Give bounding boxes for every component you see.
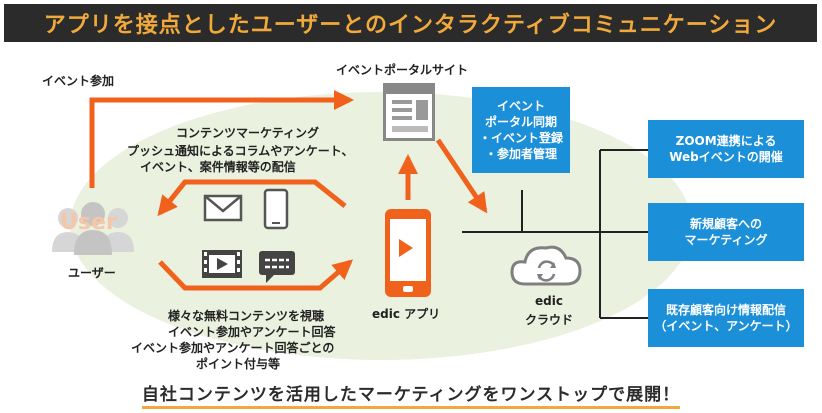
edic-app-icon bbox=[385, 209, 431, 297]
app-label: edic アプリ bbox=[372, 307, 441, 321]
cloud-label-1: edic bbox=[535, 294, 563, 308]
existing-customer-box: 既存顧客向け情報配信 （イベント、アンケート） bbox=[648, 289, 804, 347]
background-ellipse bbox=[70, 92, 692, 360]
browser-title-strip bbox=[386, 86, 432, 94]
free-line-2: イベント参加やアンケート回答 bbox=[168, 325, 336, 339]
free-line-4: ポイント付与等 bbox=[196, 357, 281, 371]
zoom-line-1: ZOOM連携による bbox=[675, 134, 777, 148]
browser-window-icon bbox=[383, 83, 435, 141]
browser-line bbox=[392, 108, 412, 112]
home-button bbox=[403, 286, 413, 292]
free-line-3: イベント参加やアンケート回答ごとの bbox=[131, 341, 335, 355]
bottom-tagline: 自社コンテンツを活用したマーケティングをワンストップで展開！ bbox=[141, 385, 681, 409]
arrow-portal-to-cloud bbox=[435, 138, 488, 214]
browser-footer bbox=[392, 126, 428, 132]
event-join-label: イベント参加 bbox=[42, 74, 115, 88]
play-icon bbox=[399, 239, 413, 257]
page-title: アプリを接点としたユーザーとのインタラクティブコミュニケーション bbox=[43, 13, 778, 38]
mail-icon bbox=[203, 194, 243, 222]
cloud-label-2: クラウド bbox=[524, 313, 573, 327]
browser-line bbox=[392, 116, 412, 120]
title-bar: アプリを接点としたユーザーとのインタラクティブコミュニケーション bbox=[4, 4, 817, 42]
new-customer-box: 新規顧客への マーケティング bbox=[648, 203, 804, 261]
browser-block bbox=[416, 100, 428, 120]
new-customer-line-1: 新規顧客への bbox=[689, 217, 762, 231]
chat-icon bbox=[259, 251, 295, 283]
arrow-content-to-user bbox=[157, 179, 347, 217]
portal-site-label: イベントポータルサイト bbox=[336, 63, 469, 77]
sync-line-4: ・参加者管理 bbox=[484, 147, 557, 161]
smartphone-icon bbox=[263, 188, 289, 230]
sync-line-3: ・イベント登録 bbox=[478, 131, 563, 145]
push-line-2: イベント、案件情報等の配信 bbox=[140, 160, 296, 174]
video-icon bbox=[202, 250, 242, 278]
browser-line bbox=[392, 100, 412, 104]
portal-sync-box: イベント ポータル同期 ・イベント登録 ・参加者管理 bbox=[472, 87, 570, 173]
zoom-line-2: Webイベントの開催 bbox=[669, 150, 783, 164]
sync-line-1: イベント bbox=[496, 99, 545, 113]
contents-marketing-label: コンテンツマーケティング bbox=[176, 126, 320, 140]
push-line-1: プッシュ通知によるコラムやアンケート、 bbox=[127, 144, 354, 158]
user-word-label: User bbox=[60, 210, 117, 235]
existing-line-2: （イベント、アンケート） bbox=[654, 319, 798, 333]
free-line-1: 様々な無料コンテンツを視聴 bbox=[168, 309, 325, 323]
cloud-sync-icon bbox=[510, 245, 582, 286]
arrow-event-join bbox=[89, 90, 354, 188]
user-label: ユーザー bbox=[68, 266, 116, 280]
arrow-user-to-app bbox=[158, 259, 354, 291]
user-group-icon bbox=[52, 202, 134, 255]
new-customer-line-2: マーケティング bbox=[684, 233, 768, 247]
bottom-tagline-row: 自社コンテンツを活用したマーケティングをワンストップで展開！ bbox=[0, 380, 822, 409]
zoom-box: ZOOM連携による Webイベントの開催 bbox=[648, 120, 804, 178]
sync-line-2: ポータル同期 bbox=[484, 115, 557, 129]
existing-line-1: 既存顧客向け情報配信 bbox=[665, 303, 786, 317]
